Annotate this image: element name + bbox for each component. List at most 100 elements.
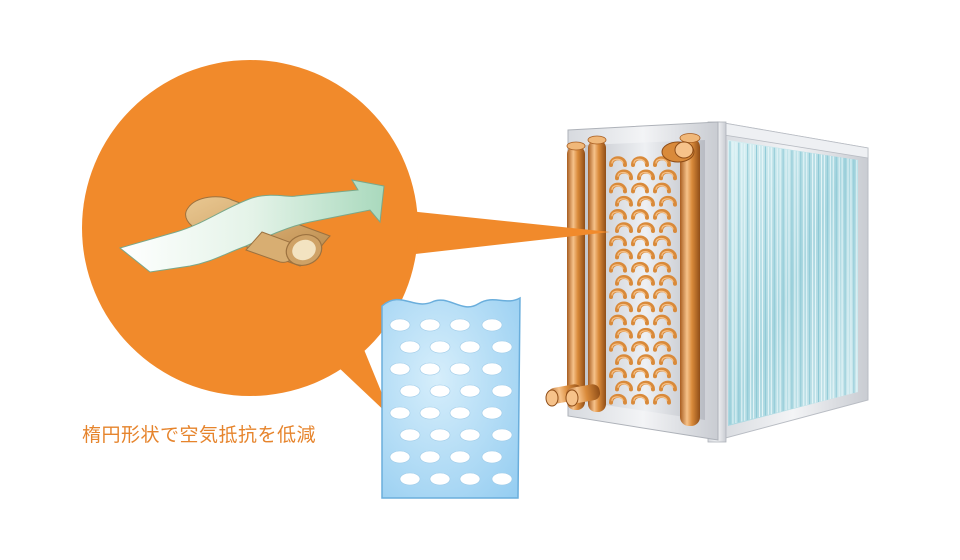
plate-hole xyxy=(491,340,513,354)
airflow-arrow-icon xyxy=(118,179,385,273)
tube-bend-highlight xyxy=(633,185,646,190)
tube-bend-highlight xyxy=(639,383,652,388)
callout xyxy=(82,60,610,418)
plate-hole xyxy=(491,472,513,486)
tube-bend-highlight xyxy=(639,356,652,362)
plate-hole xyxy=(449,406,471,420)
tube-bend-highlight xyxy=(639,277,652,283)
plate-hole xyxy=(389,362,411,376)
tube-bend-highlight xyxy=(633,264,646,270)
plate-hole xyxy=(481,450,503,464)
tube-bend-highlight xyxy=(655,317,668,322)
tube-bend-highlight xyxy=(611,185,624,190)
tube-bend-highlight xyxy=(611,158,624,164)
plate-hole xyxy=(399,340,421,354)
tube-bend-highlight xyxy=(633,343,646,349)
plate-hole xyxy=(419,318,441,332)
plate-hole xyxy=(449,362,471,376)
tube-bend-highlight xyxy=(611,343,624,349)
tube-bend-highlight xyxy=(633,290,646,296)
tube-bend-highlight xyxy=(611,396,624,402)
tube-bend-highlight xyxy=(611,237,624,243)
tube-bend-highlight xyxy=(661,171,674,177)
tube-bend-highlight xyxy=(661,277,674,283)
tube-bend-highlight xyxy=(639,330,652,336)
plate-hole xyxy=(399,472,421,486)
plate-hole xyxy=(491,384,513,398)
plate-hole xyxy=(419,450,441,464)
tube-bends xyxy=(609,156,677,405)
fin-lines xyxy=(729,141,858,425)
tube-bend-highlight xyxy=(661,198,674,204)
plate-hole xyxy=(389,318,411,332)
copper-headers xyxy=(545,133,701,426)
plate-hole xyxy=(429,472,451,486)
plate-hole xyxy=(459,384,481,398)
tube-bend-highlight xyxy=(611,369,624,375)
tube-bend-highlight xyxy=(633,237,646,243)
plate-hole xyxy=(481,406,503,420)
tube-bend-highlight xyxy=(617,330,630,336)
tube-bend-highlight xyxy=(661,224,674,230)
tube-bend-highlight xyxy=(639,303,652,309)
tube-bend-highlight xyxy=(611,211,624,217)
plate-hole xyxy=(459,340,481,354)
plate-hole xyxy=(429,384,451,398)
plate-hole xyxy=(429,428,451,442)
tube-bend-highlight xyxy=(633,396,646,402)
tube-bend-highlight xyxy=(639,171,652,177)
tube-bend-highlight xyxy=(617,224,630,230)
tube-bend-highlight xyxy=(655,290,668,296)
plate-hole xyxy=(459,472,481,486)
plate-hole xyxy=(389,450,411,464)
tube-bend-highlight xyxy=(617,171,630,177)
tube-bend-highlight xyxy=(617,303,630,309)
tube-bend-highlight xyxy=(633,369,646,375)
plate-hole xyxy=(449,450,471,464)
plate-hole xyxy=(419,362,441,376)
plate-hole xyxy=(481,318,503,332)
tube-bend-highlight xyxy=(639,251,652,256)
tube-bend-highlight xyxy=(655,396,668,402)
tube-bend-highlight xyxy=(655,158,668,164)
tube-bend-highlight xyxy=(639,224,652,230)
tube-bend-highlight xyxy=(661,383,674,388)
tube-bend-highlight xyxy=(655,264,668,270)
plate-hole xyxy=(429,340,451,354)
tube-bend-highlight xyxy=(617,251,630,256)
tube-bend-highlight xyxy=(655,343,668,349)
callout-pointer xyxy=(380,208,610,258)
tube-bend-highlight xyxy=(655,369,668,375)
tube-bend-highlight xyxy=(633,158,646,164)
tube-bend-highlight xyxy=(617,277,630,283)
tube-bend-highlight xyxy=(611,290,624,296)
tube-bend-highlight xyxy=(617,198,630,204)
tube-bend-highlight xyxy=(633,317,646,322)
tube-airflow-illustration xyxy=(118,179,385,273)
tube-bend-highlight xyxy=(661,356,674,362)
plate-hole xyxy=(491,428,513,442)
plate-hole xyxy=(399,384,421,398)
fin-coil xyxy=(707,121,869,443)
tube-bend-highlight xyxy=(655,237,668,243)
plate-hole xyxy=(389,406,411,420)
plate-hole xyxy=(399,428,421,442)
plate-hole xyxy=(459,428,481,442)
tube-bend-highlight xyxy=(655,185,668,190)
heat-exchanger xyxy=(545,121,869,443)
plate-hole xyxy=(481,362,503,376)
tube-bend-highlight xyxy=(611,264,624,270)
tube-bend-highlight xyxy=(661,251,674,256)
tube-bend-highlight xyxy=(611,317,624,322)
caption-text: 楕円形状で空気抵抗を低減 xyxy=(82,424,317,446)
tube-bend-highlight xyxy=(633,211,646,217)
tube-bend-highlight xyxy=(661,330,674,336)
tube-bend-highlight xyxy=(661,303,674,309)
tube-bend-highlight xyxy=(655,211,668,217)
perforated-fin-plate xyxy=(381,296,521,499)
plate-hole xyxy=(449,318,471,332)
plate-holes xyxy=(389,318,513,486)
tube-bend-highlight xyxy=(639,198,652,204)
tube-bend-highlight xyxy=(617,356,630,362)
